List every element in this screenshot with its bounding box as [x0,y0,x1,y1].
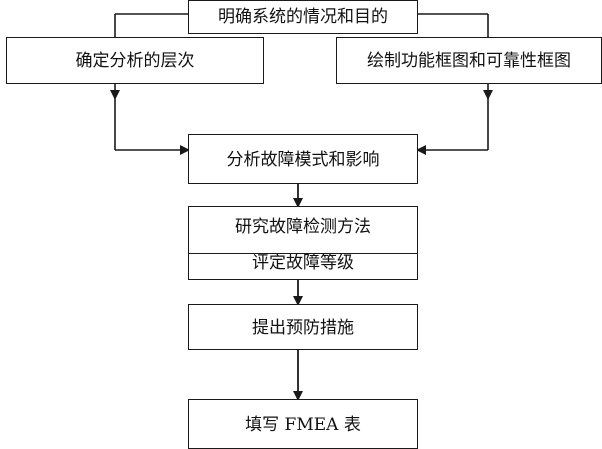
node-system: 明确系统的情况和目的 [188,0,418,34]
node-form-label: 填写 FMEA 表 [245,415,361,435]
detection-divider [189,253,417,254]
node-prevention-label: 提出预防措施 [252,318,354,338]
node-prevention: 提出预防措施 [188,304,418,350]
node-detection-label: 研究故障检测方法 [235,217,371,237]
node-fmea-modes-label: 分析故障模式和影响 [226,150,380,170]
node-form: 填写 FMEA 表 [188,399,418,449]
node-detection-grade: 研究故障检测方法 评定故障等级 [188,206,418,280]
node-blockdiagram-label: 绘制功能框图和可靠性框图 [367,51,571,71]
node-system-label: 明确系统的情况和目的 [218,7,388,27]
node-grade-label: 评定故障等级 [252,253,354,273]
node-level: 确定分析的层次 [6,37,264,84]
node-level-label: 确定分析的层次 [75,51,195,71]
node-blockdiagram: 绘制功能框图和可靠性框图 [336,37,602,84]
node-fmea-modes: 分析故障模式和影响 [188,134,418,184]
